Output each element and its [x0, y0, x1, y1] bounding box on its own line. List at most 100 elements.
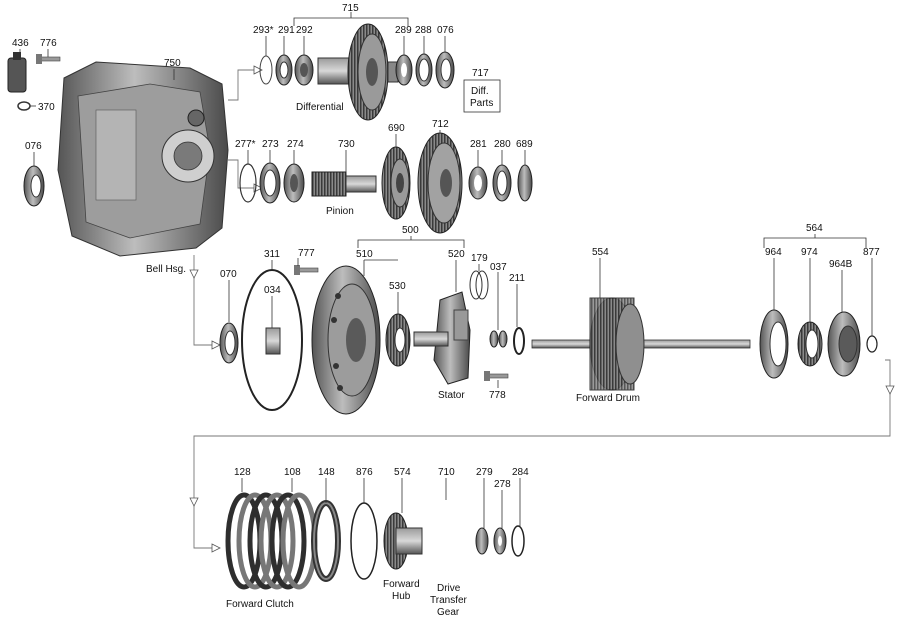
label-530: 530	[389, 281, 406, 292]
part-labels: 436 776 370 076 750 293* 291 292 715 289…	[12, 3, 880, 490]
snap-ring-876	[350, 502, 378, 580]
label-289: 289	[395, 25, 412, 36]
caption-drive-transfer-3: Gear	[437, 607, 460, 618]
flow-lines	[189, 65, 895, 553]
caption-diff-parts-1: Diff.	[471, 86, 489, 97]
ring-211	[513, 327, 525, 355]
label-520: 520	[448, 249, 465, 260]
label-730: 730	[338, 139, 355, 150]
label-877: 877	[863, 247, 880, 258]
bearing-274	[283, 163, 305, 203]
label-179: 179	[471, 253, 488, 264]
label-876: 876	[356, 467, 373, 478]
label-274: 274	[287, 139, 304, 150]
bearing-292	[294, 54, 314, 86]
label-211: 211	[509, 273, 525, 284]
plate-148	[311, 500, 341, 582]
spring-974	[797, 321, 823, 367]
label-777: 777	[298, 248, 315, 259]
caption-diff-parts-2: Parts	[470, 98, 493, 109]
label-128: 128	[234, 467, 251, 478]
label-964: 964	[765, 247, 782, 258]
label-964b: 964B	[829, 259, 853, 270]
caption-forward-drum: Forward Drum	[576, 393, 640, 404]
caption-forward-hub-1: Forward	[383, 579, 420, 590]
seal-689	[517, 164, 533, 202]
gear-712	[417, 132, 463, 234]
bushing-034	[265, 327, 281, 355]
rings-179	[469, 270, 489, 300]
bell-housing	[57, 61, 229, 257]
clutch-plate	[269, 492, 307, 590]
label-293: 293*	[253, 25, 274, 36]
label-974: 974	[801, 247, 818, 258]
seals-037	[489, 330, 508, 348]
label-277: 277*	[235, 139, 256, 150]
caption-bell-hsg: Bell Hsg.	[146, 264, 186, 275]
pump-510	[311, 265, 381, 415]
race-288	[415, 53, 433, 87]
gear-690	[381, 146, 411, 220]
bolt-777	[294, 265, 319, 275]
seal-076-left	[23, 165, 45, 207]
caption-differential: Differential	[296, 102, 344, 113]
retainer-964b	[827, 311, 861, 377]
o-ring-370	[17, 101, 31, 111]
race-280	[492, 164, 512, 202]
snap-ring-284	[511, 525, 525, 557]
label-070: 070	[220, 269, 237, 280]
bearing-291	[275, 54, 293, 86]
bearing-273	[259, 162, 281, 204]
label-311: 311	[264, 249, 280, 260]
caption-drive-transfer-1: Drive	[437, 583, 461, 594]
leader-lines	[19, 12, 873, 528]
label-279: 279	[476, 467, 493, 478]
label-076-diff: 076	[437, 25, 454, 36]
label-370: 370	[38, 102, 55, 113]
label-712: 712	[432, 119, 449, 130]
caption-pinion: Pinion	[326, 206, 354, 217]
stator-520	[413, 291, 471, 385]
label-750: 750	[164, 58, 181, 69]
clutch-pack	[225, 492, 318, 590]
label-281: 281	[470, 139, 487, 150]
label-510: 510	[356, 249, 373, 260]
label-436: 436	[12, 38, 29, 49]
label-034: 034	[264, 285, 281, 296]
forward-hub-574	[383, 512, 423, 570]
label-291: 291	[278, 25, 295, 36]
caption-forward-clutch: Forward Clutch	[226, 599, 294, 610]
clutch-plate	[258, 492, 296, 590]
captions: Differential Diff. Parts Pinion Bell Hsg…	[146, 86, 640, 618]
bearing-289	[395, 54, 413, 86]
forward-drum-554	[531, 297, 751, 391]
label-689: 689	[516, 139, 533, 150]
bolt-776	[36, 54, 61, 64]
caption-forward-hub-2: Hub	[392, 591, 411, 602]
pinion-730	[311, 171, 377, 197]
label-778: 778	[489, 390, 506, 401]
label-076-left: 076	[25, 141, 42, 152]
snap-ring-877	[866, 335, 878, 353]
bolt-778	[484, 371, 509, 381]
gear-530	[385, 313, 411, 367]
label-284: 284	[512, 467, 529, 478]
label-574: 574	[394, 467, 411, 478]
label-776: 776	[40, 38, 57, 49]
label-690: 690	[388, 123, 405, 134]
seal-070	[219, 322, 239, 364]
label-280: 280	[494, 139, 511, 150]
bearing-281	[468, 166, 488, 200]
label-037: 037	[490, 262, 507, 273]
bearing-278	[493, 527, 507, 555]
piston-964	[759, 309, 789, 379]
label-273: 273	[262, 139, 279, 150]
label-715: 715	[342, 3, 359, 14]
label-288: 288	[415, 25, 432, 36]
caption-drive-transfer-2: Transfer	[430, 595, 468, 606]
label-292: 292	[296, 25, 313, 36]
seal-076-diff	[435, 51, 455, 89]
sensor-436	[7, 52, 27, 93]
label-554: 554	[592, 247, 609, 258]
